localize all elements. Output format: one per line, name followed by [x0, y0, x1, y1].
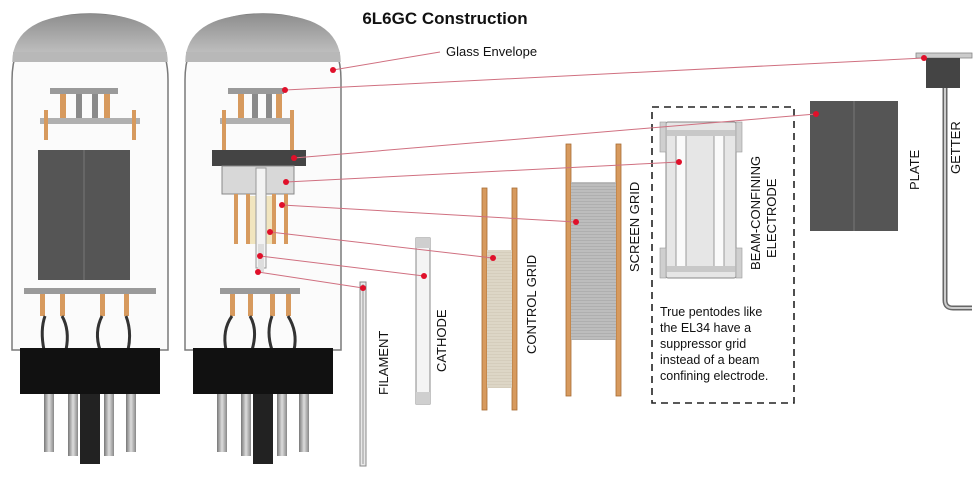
getter-label: GETTER: [948, 121, 963, 174]
screen-grid-label: SCREEN GRID: [627, 182, 642, 272]
note-line-5: confining electrode.: [660, 369, 768, 383]
leader-dots: [255, 55, 927, 291]
diagram-title: 6L6GC Construction: [362, 9, 527, 28]
control-grid-label: CONTROL GRID: [524, 255, 539, 354]
beam-electrode-box: [651, 106, 795, 404]
glass-dome-1: [12, 14, 168, 62]
glass-envelope-label: Glass Envelope: [446, 44, 537, 59]
tube-cutaway: [184, 13, 342, 464]
tube-assembled: [11, 13, 169, 464]
tube-base-1: [20, 348, 160, 394]
cathode-label: CATHODE: [434, 309, 449, 372]
cathode-part: [415, 237, 431, 405]
beam-confining-label-line2: ELECTRODE: [764, 178, 779, 258]
glass-dome-2: [185, 14, 341, 62]
beam-confining-electrode-part: [659, 121, 743, 279]
control-grid-part: [481, 187, 518, 411]
plate-label: PLATE: [907, 149, 922, 190]
leader-lines: [257, 51, 925, 289]
beam-confining-label-line1: BEAM-CONFINING: [748, 156, 763, 270]
note-line-2: the EL34 have a: [660, 321, 751, 335]
filament-label: FILAMENT: [376, 331, 391, 395]
note-line-1: True pentodes like: [660, 305, 762, 319]
tube-base-2: [193, 348, 333, 394]
filament-part: [359, 281, 367, 467]
note-line-3: suppressor grid: [660, 337, 746, 351]
getter-mount: [212, 150, 306, 166]
plate-part: [810, 101, 898, 231]
getter-part: [915, 52, 973, 311]
screen-grid-part: [565, 143, 622, 397]
note-line-4: instead of a beam: [660, 353, 759, 367]
